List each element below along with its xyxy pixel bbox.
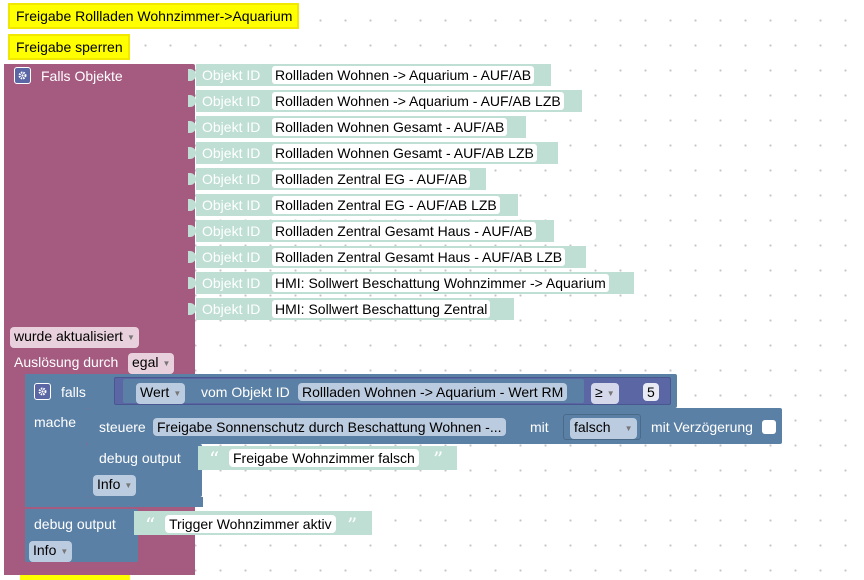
chevron-down-icon: ▼ [60, 547, 69, 556]
source-label: Auslösung durch [14, 354, 119, 370]
object-id-label: Objekt ID [202, 119, 261, 135]
debug-1-level-value: Info [97, 476, 121, 492]
object-id-field[interactable]: Rollladen Wohnen Gesamt - AUF/AB LZB [272, 144, 537, 162]
trigger-object-row[interactable]: Objekt ID HMI: Sollwert Beschattung Zentr… [188, 298, 514, 320]
delay-checkbox[interactable] [762, 420, 776, 434]
object-id-field[interactable]: Rollladen Wohnen Gesamt - AUF/AB [272, 118, 508, 136]
open-quote-icon: “ [145, 513, 156, 537]
connector-notch [188, 225, 196, 237]
if-block-bottom [25, 497, 203, 507]
object-id-field[interactable]: Rollladen Zentral EG - AUF/AB [272, 170, 471, 188]
value-type-value: Wert [140, 384, 170, 400]
control-target-field[interactable]: Freigabe Sonnenschutz durch Beschattung … [153, 418, 506, 436]
if-settings-gear-icon[interactable] [34, 383, 51, 400]
comment-title-text: Freigabe Rollladen Wohnzimmer->Aquarium [16, 8, 293, 24]
connector-notch [188, 303, 196, 315]
object-id-field[interactable]: HMI: Sollwert Beschattung Zentral [272, 300, 491, 318]
source-dropdown[interactable]: egal▼ [128, 353, 175, 374]
comment-disable-text: Freigabe sperren [16, 39, 123, 55]
close-quote-icon: ” [347, 513, 358, 537]
do-label: mache [34, 414, 77, 430]
trigger-object-row[interactable]: Objekt ID Rollladen Zentral EG - AUF/AB [188, 168, 486, 190]
open-quote-icon: “ [209, 447, 220, 471]
condition-object-field[interactable]: Rollladen Wohnen -> Aquarium - Wert RM [298, 383, 568, 401]
with-label: mit [530, 419, 549, 435]
debug-1-level-dropdown[interactable]: Info▼ [93, 475, 137, 496]
trigger-object-row[interactable]: Objekt ID Rollladen Wohnen Gesamt - AUF/A… [188, 116, 526, 138]
chevron-down-icon: ▼ [606, 389, 615, 398]
delay-label: mit Verzögerung [651, 419, 753, 435]
debug-1-label: debug output [99, 450, 181, 466]
object-id-field[interactable]: Rollladen Zentral EG - AUF/AB LZB [272, 196, 500, 214]
event-type-dropdown[interactable]: wurde aktualisiert▼ [10, 327, 139, 348]
connector-notch [188, 277, 196, 289]
trigger-object-row[interactable]: Objekt ID Rollladen Zentral Gesamt Haus -… [188, 246, 586, 268]
trigger-block-top-bar [4, 64, 192, 310]
object-id-field[interactable]: Rollladen Zentral Gesamt Haus - AUF/AB [272, 222, 536, 240]
debug-2-level-value: Info [33, 542, 57, 558]
chevron-down-icon: ▼ [624, 424, 633, 433]
object-id-label: Objekt ID [202, 223, 261, 239]
debug-2-level-dropdown[interactable]: Info▼ [29, 541, 73, 562]
trigger-object-row[interactable]: Objekt ID Rollladen Wohnen -> Aquarium - … [188, 64, 551, 86]
trigger-label: Falls Objekte [41, 68, 123, 84]
debug-2-label: debug output [34, 516, 116, 532]
object-id-label: Objekt ID [202, 171, 261, 187]
next-block-yellow-edge [20, 575, 130, 580]
debug-2-text-field[interactable]: Trigger Wohnzimmer aktiv [165, 515, 336, 533]
trigger-block-bottom [4, 565, 195, 575]
object-id-label: Objekt ID [202, 145, 261, 161]
trigger-object-row[interactable]: Objekt ID Rollladen Zentral EG - AUF/AB L… [188, 194, 518, 216]
object-id-label: Objekt ID [202, 67, 261, 83]
debug-1-text-field[interactable]: Freigabe Wohnzimmer falsch [229, 449, 419, 467]
trigger-object-row[interactable]: Objekt ID Rollladen Wohnen -> Aquarium - … [188, 90, 582, 112]
trigger-object-row[interactable]: Objekt ID HMI: Sollwert Beschattung Wohnz… [188, 272, 634, 294]
chevron-down-icon: ▼ [173, 389, 182, 398]
if-label: falls [61, 384, 86, 400]
bool-value: falsch [574, 419, 611, 435]
chevron-down-icon: ▼ [126, 333, 135, 342]
control-label: steuere [99, 419, 146, 435]
close-quote-icon: ” [433, 447, 444, 471]
connector-notch [188, 173, 196, 185]
bool-dropdown[interactable]: falsch ▼ [570, 418, 637, 439]
trigger-object-row[interactable]: Objekt ID Rollladen Zentral Gesamt Haus -… [188, 220, 554, 242]
from-object-label: vom Objekt ID [201, 384, 290, 400]
chevron-down-icon: ▼ [162, 359, 171, 368]
object-id-field[interactable]: Rollladen Zentral Gesamt Haus - AUF/AB L… [272, 248, 566, 266]
comment-disable[interactable]: Freigabe sperren [8, 34, 130, 60]
source-value: egal [132, 354, 159, 370]
trigger-object-row[interactable]: Objekt ID Rollladen Wohnen Gesamt - AUF/A… [188, 142, 558, 164]
connector-notch [188, 69, 196, 81]
operator-value: ≥ [595, 384, 603, 400]
connector-notch [188, 251, 196, 263]
trigger-settings-gear-icon[interactable] [14, 67, 31, 84]
comment-title[interactable]: Freigabe Rollladen Wohnzimmer->Aquarium [8, 3, 300, 29]
object-id-label: Objekt ID [202, 93, 261, 109]
connector-notch [188, 199, 196, 211]
number-field[interactable]: 5 [643, 383, 659, 401]
connector-notch [188, 95, 196, 107]
connector-notch [188, 121, 196, 133]
object-id-label: Objekt ID [202, 275, 261, 291]
operator-dropdown[interactable]: ≥▼ [591, 383, 619, 404]
event-type-value: wurde aktualisiert [14, 328, 123, 344]
value-type-dropdown[interactable]: Wert▼ [136, 383, 186, 404]
object-id-label: Objekt ID [202, 197, 261, 213]
object-id-label: Objekt ID [202, 301, 261, 317]
object-id-label: Objekt ID [202, 249, 261, 265]
connector-notch [188, 147, 196, 159]
chevron-down-icon: ▼ [124, 481, 133, 490]
object-id-field[interactable]: Rollladen Wohnen -> Aquarium - AUF/AB [272, 66, 535, 84]
object-id-field[interactable]: HMI: Sollwert Beschattung Wohnzimmer -> … [272, 274, 609, 292]
object-id-field[interactable]: Rollladen Wohnen -> Aquarium - AUF/AB LZ… [272, 92, 564, 110]
